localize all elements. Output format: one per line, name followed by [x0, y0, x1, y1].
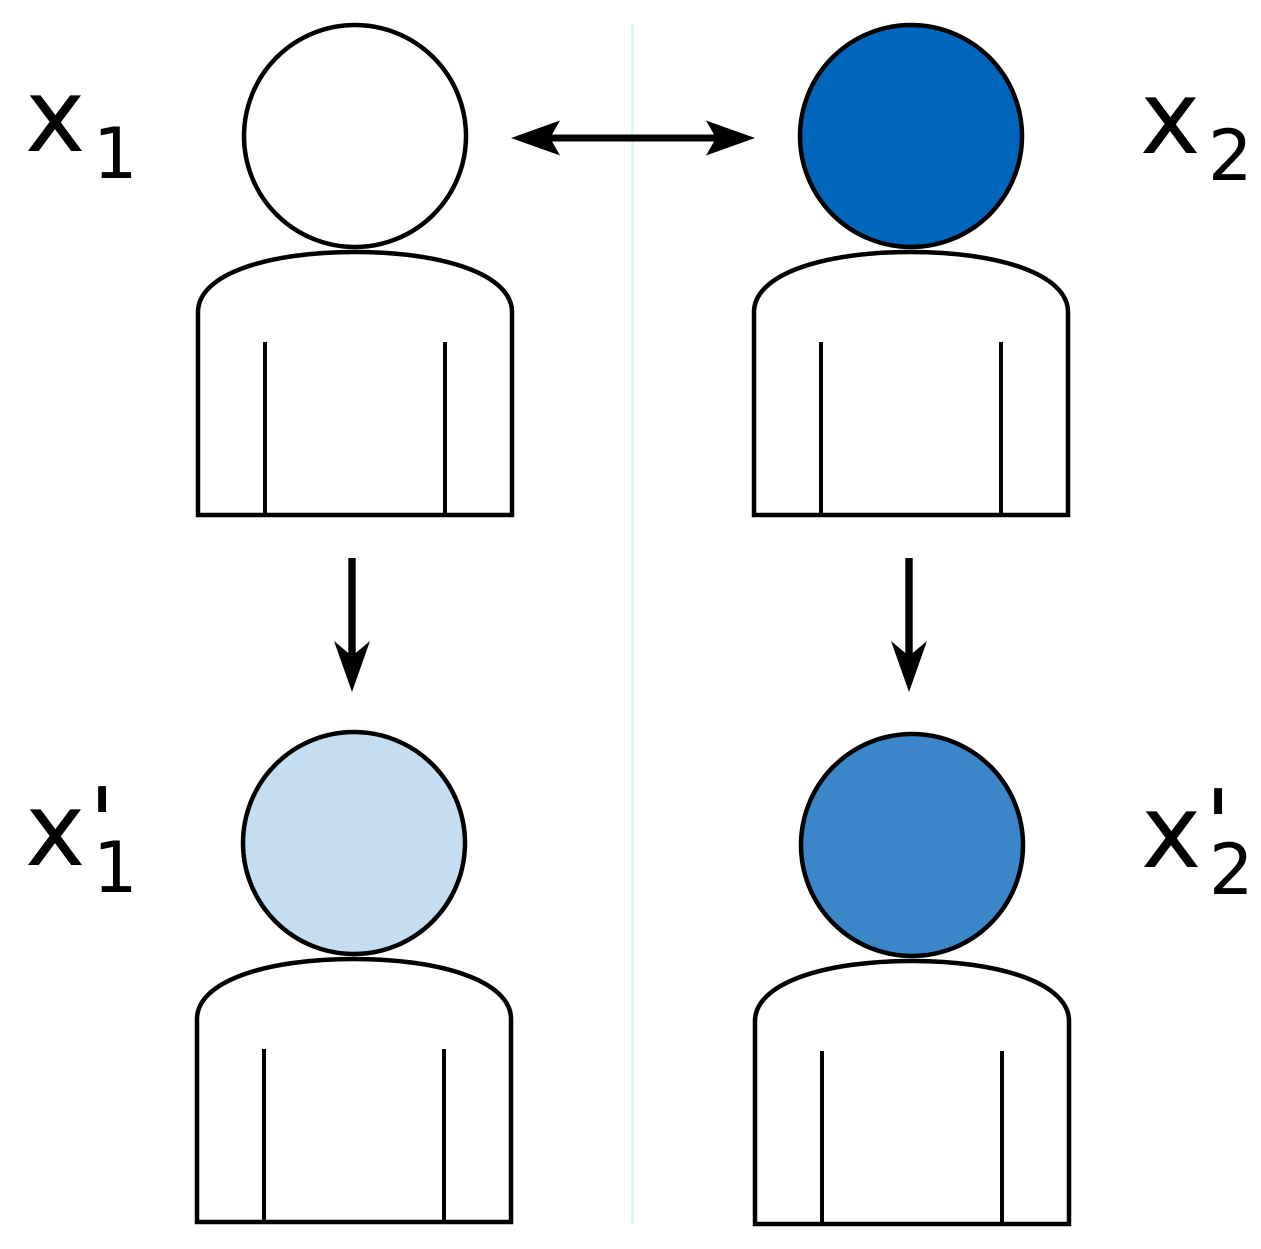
label-x2: x 2 [1140, 68, 1261, 193]
label-x1-prime-mark: ' [89, 769, 116, 879]
person-x2-head [797, 22, 1025, 250]
person-figure-x1 [195, 22, 515, 518]
person-x2-prime-torso [752, 958, 1072, 1227]
down-arrow-right-shape [891, 558, 927, 692]
label-x2-sub: 2 [1208, 115, 1253, 197]
label-x2-prime-base: x [1141, 773, 1202, 892]
down-arrow-right-icon [891, 558, 927, 692]
label-x2-prime-mark: ' [1205, 771, 1232, 881]
label-x2-prime: x ' 2 [1141, 771, 1261, 911]
down-arrow-left-shape [334, 558, 370, 692]
label-x1: x 1 [25, 66, 160, 191]
person-x1-torso [195, 249, 515, 518]
person-x1-prime-torso [194, 956, 514, 1225]
label-x1-prime-base: x [25, 771, 86, 890]
label-x1-sub: 1 [93, 113, 138, 195]
center-divider-line [631, 24, 634, 1225]
person-x2-torso [751, 249, 1071, 518]
label-x1-prime-sub: 1 [93, 827, 138, 909]
down-arrow-left-icon [334, 558, 370, 692]
label-x1-base: x [25, 57, 86, 176]
double-arrow-icon [511, 120, 755, 156]
double-arrow-shape [511, 120, 755, 156]
person-figure-x2-prime [752, 731, 1072, 1227]
person-figure-x1-prime [194, 729, 514, 1225]
person-x1-head [241, 22, 469, 250]
label-x2-prime-sub: 2 [1209, 829, 1254, 911]
label-x1-prime: x ' 1 [25, 769, 160, 909]
person-x2-prime-head [798, 731, 1026, 959]
person-figure-x2 [751, 22, 1071, 518]
label-x2-base: x [1140, 59, 1201, 178]
person-x1-prime-head [240, 729, 468, 957]
